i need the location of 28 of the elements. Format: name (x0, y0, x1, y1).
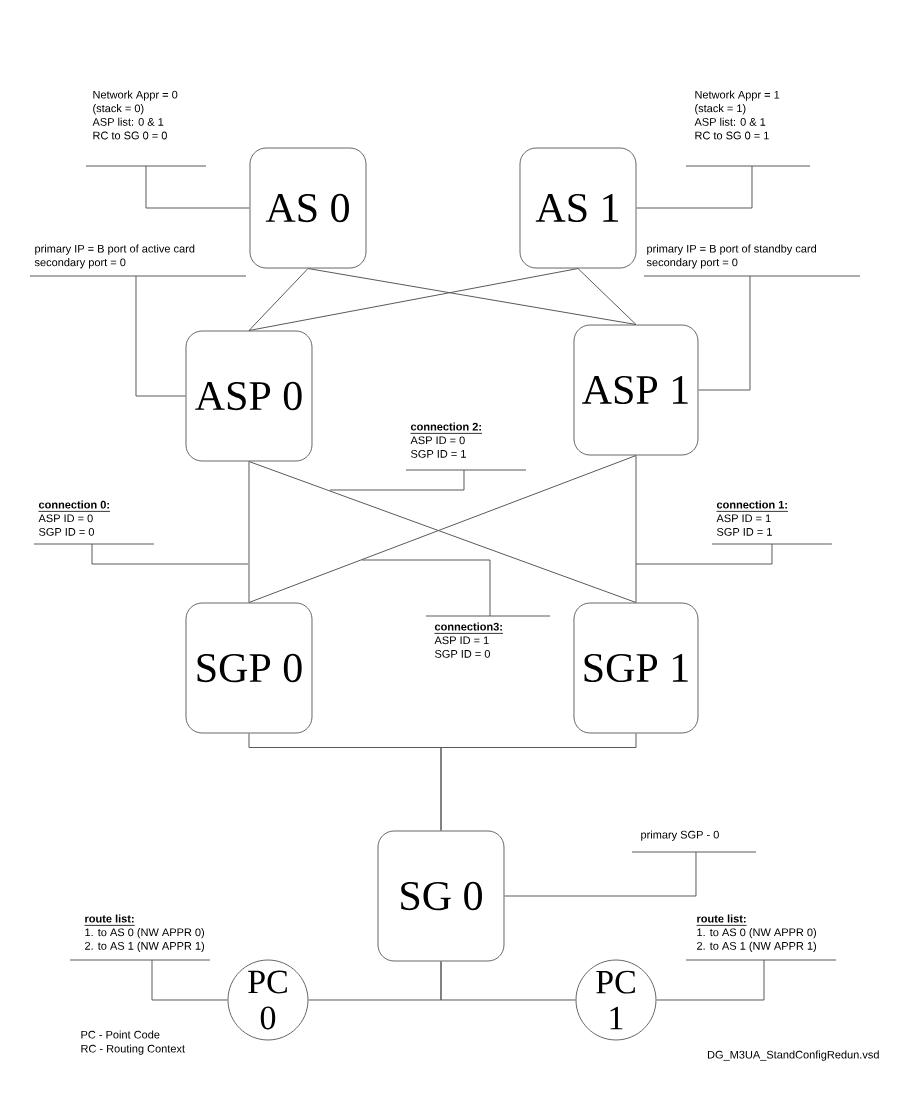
connector-line (248, 268, 309, 331)
leader-line (504, 851, 697, 897)
rounded-box: ASP 0 (185, 330, 313, 462)
rounded-box: ASP 1 (573, 324, 699, 456)
leader-line (656, 959, 765, 1001)
connector-line (635, 455, 637, 603)
leader-line (698, 275, 751, 391)
connector-line (440, 733, 637, 831)
circle-node: PC 0 (227, 959, 309, 1041)
leader-line (145, 165, 250, 209)
leader-line (91, 543, 249, 565)
connector-line (307, 268, 637, 325)
leader-line (151, 959, 228, 1001)
leader-line (135, 275, 186, 397)
connector-line (577, 268, 637, 325)
rounded-box: SGP 1 (573, 602, 699, 734)
rounded-box: SG 0 (377, 830, 505, 962)
connector-line (248, 268, 579, 331)
rounded-box: SGP 0 (185, 602, 313, 734)
leader-line (636, 165, 753, 209)
leader-line (361, 559, 491, 617)
leader-line (329, 469, 465, 491)
connector-line (440, 961, 576, 1001)
circle-node: PC 1 (575, 959, 657, 1041)
leader-line (635, 543, 773, 565)
rounded-box: AS 0 (249, 147, 367, 269)
connector-line (248, 461, 250, 603)
rounded-box: AS 1 (519, 147, 637, 269)
